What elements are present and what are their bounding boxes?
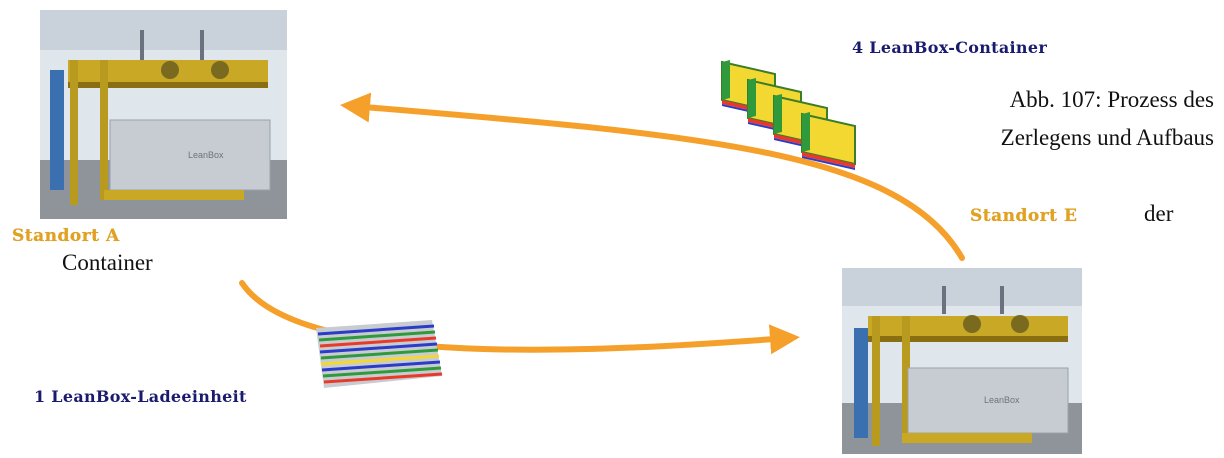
- machine-image-site-e: LeanBox: [842, 268, 1082, 454]
- caption-line-4: Container: [62, 250, 153, 275]
- load-unit-label: 1 LeanBox-Ladeeinheit: [34, 387, 247, 406]
- return-arrow: [340, 92, 965, 261]
- machine-panel-text-a: LeanBox: [188, 150, 224, 160]
- containers-label: 4 LeanBox-Container: [852, 38, 1048, 57]
- machine-image-site-a: LeanBox: [40, 10, 287, 219]
- caption-line-3: der: [1144, 201, 1174, 226]
- caption-line-2: Zerlegens und Aufbaus: [1000, 125, 1214, 150]
- containers-illustration: [720, 60, 880, 175]
- container-4: [801, 112, 856, 170]
- caption-line-1: Abb. 107: Prozess des: [1009, 87, 1214, 112]
- forward-arrow: [239, 280, 800, 355]
- figure-caption: Abb. 107: Prozess des Zerlegens und Aufb…: [894, 81, 1214, 157]
- site-e-label: Standort E: [970, 206, 1078, 226]
- site-a-label: Standort A: [12, 226, 120, 246]
- panel-stack: [316, 320, 443, 388]
- load-unit-illustration: [312, 320, 448, 392]
- machine-panel-text-e: LeanBox: [984, 395, 1020, 405]
